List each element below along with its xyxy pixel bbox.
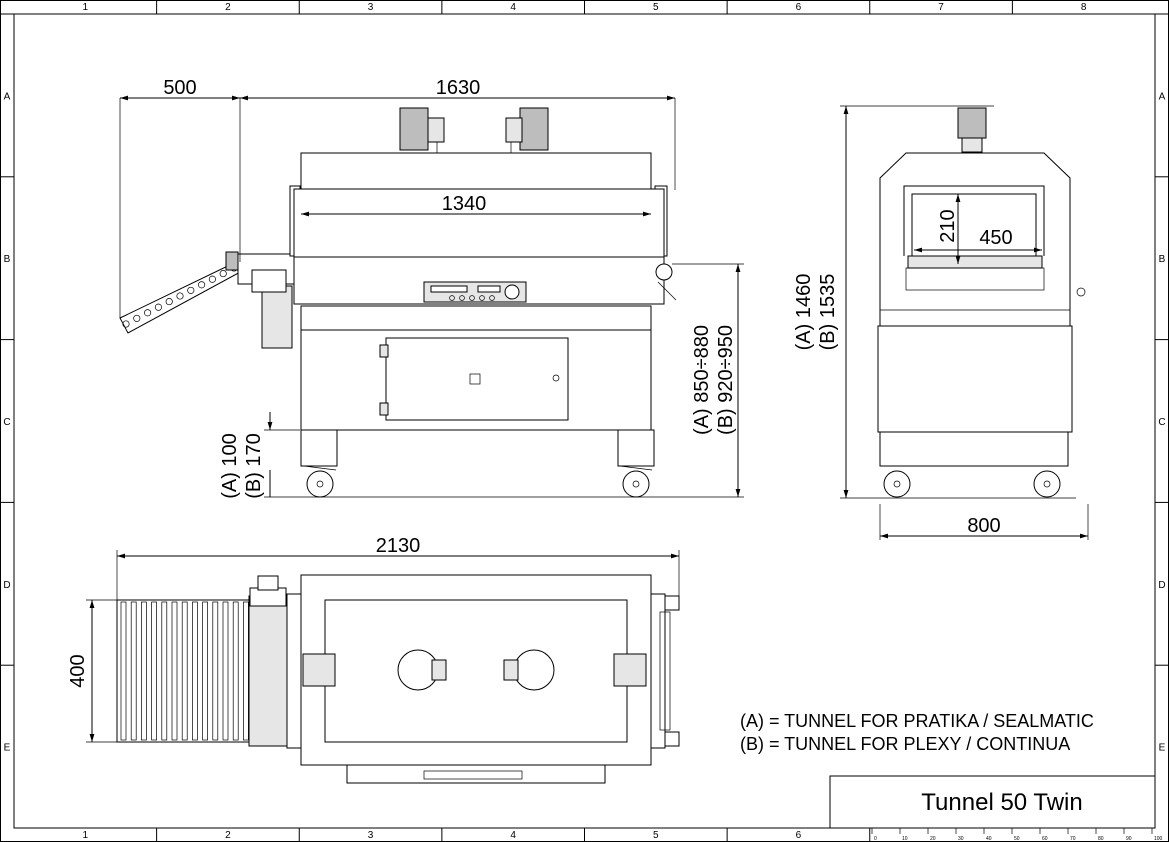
legend-line-a: (A) = TUNNEL FOR PRATIKA / SEALMATIC — [740, 711, 1094, 731]
row-marker-right: E — [1159, 743, 1166, 754]
dim-overall-height-a: (A) 1460 — [793, 274, 815, 351]
dim-conveyor-length: 500 — [163, 77, 196, 99]
dim-top-overall-length: 2130 — [376, 535, 421, 557]
scale-tick-label: 0 — [874, 836, 877, 842]
conveyor-roller — [171, 601, 178, 741]
top-view — [116, 574, 680, 784]
conveyor-roller — [208, 275, 216, 283]
conveyor-roller — [181, 601, 188, 741]
conveyor-roller — [219, 270, 227, 278]
row-marker-right: A — [1159, 91, 1166, 102]
drawing-title: Tunnel 50 Twin — [921, 789, 1082, 816]
scale-tick-label: 60 — [1042, 836, 1048, 842]
column-marker-bottom: 1 — [83, 830, 89, 841]
dim-working-height-a: (A) 850÷880 — [691, 325, 713, 435]
conveyor-roller — [122, 320, 130, 328]
dim-base-height-a: (A) 100 — [219, 433, 241, 499]
column-marker-top: 8 — [1081, 2, 1087, 13]
column-marker-top: 4 — [510, 2, 516, 13]
scale-tick-label: 90 — [1126, 836, 1132, 842]
column-marker-top: 6 — [796, 2, 802, 13]
conveyor-roller — [133, 314, 141, 322]
row-marker-left: C — [3, 417, 10, 428]
dim-base-height-b: (B) 170 — [243, 433, 265, 499]
conveyor-roller — [151, 601, 157, 741]
scale-tick-label: 20 — [930, 836, 936, 842]
conveyor-roller — [243, 601, 249, 741]
scale-tick-label: 50 — [1014, 836, 1020, 842]
column-marker-top: 2 — [225, 2, 231, 13]
conveyor-roller — [154, 303, 162, 311]
dim-conveyor-width: 400 — [67, 654, 89, 687]
conveyor-roller — [144, 309, 152, 317]
top-dimension-lines — [86, 550, 680, 743]
front-view — [119, 107, 677, 498]
conveyor-roller — [120, 601, 127, 741]
conveyor-roller — [202, 601, 208, 741]
side-dimension-lines — [840, 105, 1089, 540]
conveyor-roller — [161, 601, 168, 741]
row-marker-right: C — [1158, 417, 1165, 428]
conveyor-roller — [198, 281, 206, 289]
conveyor-roller — [222, 601, 229, 741]
column-marker-top: 7 — [938, 2, 944, 13]
dim-working-height-b: (B) 920÷950 — [715, 325, 737, 435]
scale-tick-label: 10 — [902, 836, 908, 842]
row-marker-left: B — [4, 254, 11, 265]
row-marker-left: A — [4, 91, 11, 102]
column-marker-top: 1 — [83, 2, 89, 13]
column-marker-bottom: 4 — [510, 830, 516, 841]
dim-tunnel-length: 1340 — [442, 193, 487, 215]
front-dimension-lines — [119, 95, 744, 498]
conveyor-roller — [212, 601, 219, 741]
scale-tick-label: 70 — [1070, 836, 1076, 842]
conveyor-roller — [192, 601, 198, 741]
conveyor-roller — [187, 286, 195, 294]
side-view — [877, 107, 1086, 498]
row-marker-right: B — [1159, 254, 1166, 265]
conveyor-roller — [130, 601, 137, 741]
conveyor-roller — [141, 601, 147, 741]
scale-tick-label: 40 — [986, 836, 992, 842]
conveyor-roller — [176, 292, 184, 300]
scale-bar: 0 10 20 30 40 50 60 70 80 90 100 — [870, 827, 1163, 842]
column-marker-bottom: 6 — [796, 830, 802, 841]
scale-tick-label: 80 — [1098, 836, 1104, 842]
conveyor-roller — [232, 601, 239, 741]
column-marker-bottom: 3 — [368, 830, 374, 841]
column-marker-bottom: 2 — [225, 830, 231, 841]
scale-tick-label: 100 — [1154, 836, 1163, 842]
conveyor-roller — [165, 298, 173, 306]
column-marker-top: 3 — [368, 2, 374, 13]
dim-overall-width: 800 — [967, 515, 1000, 537]
dim-overall-height-b: (B) 1535 — [817, 274, 839, 351]
dim-opening-height: 210 — [937, 209, 959, 242]
row-marker-left: D — [3, 580, 10, 591]
scale-tick-label: 30 — [958, 836, 964, 842]
dim-overall-length: 1630 — [436, 77, 481, 99]
row-marker-left: E — [4, 743, 11, 754]
column-marker-top: 5 — [653, 2, 659, 13]
row-marker-right: D — [1158, 580, 1165, 591]
legend-line-b: (B) = TUNNEL FOR PLEXY / CONTINUA — [740, 734, 1070, 754]
column-marker-bottom: 5 — [653, 830, 659, 841]
dim-opening-width: 450 — [979, 227, 1012, 249]
